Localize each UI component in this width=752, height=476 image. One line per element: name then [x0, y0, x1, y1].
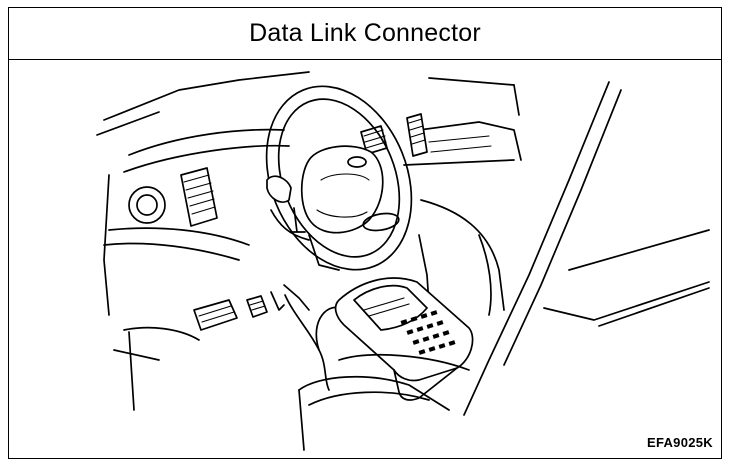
car-interior-drawing [96, 71, 710, 451]
dashboard [103, 121, 522, 316]
door-frame [463, 81, 710, 416]
car-interior-illustration [9, 60, 721, 458]
pedal-icon [193, 284, 310, 331]
seat-edge [308, 353, 470, 406]
air-vent-icon [180, 167, 218, 227]
round-vent-icon [128, 186, 166, 224]
ignition-stalk [266, 175, 310, 241]
scan-tool-keypad [400, 310, 456, 355]
figure-frame: Data Link Connector [8, 7, 722, 459]
figure-header: Data Link Connector [9, 8, 721, 60]
scan-tool-icon [334, 277, 474, 401]
windshield-lines [96, 71, 520, 136]
figure-code: EFA9025K [647, 435, 713, 450]
right-vent-icon [360, 113, 428, 157]
figure-title: Data Link Connector [249, 19, 481, 47]
floor-console [113, 326, 450, 451]
